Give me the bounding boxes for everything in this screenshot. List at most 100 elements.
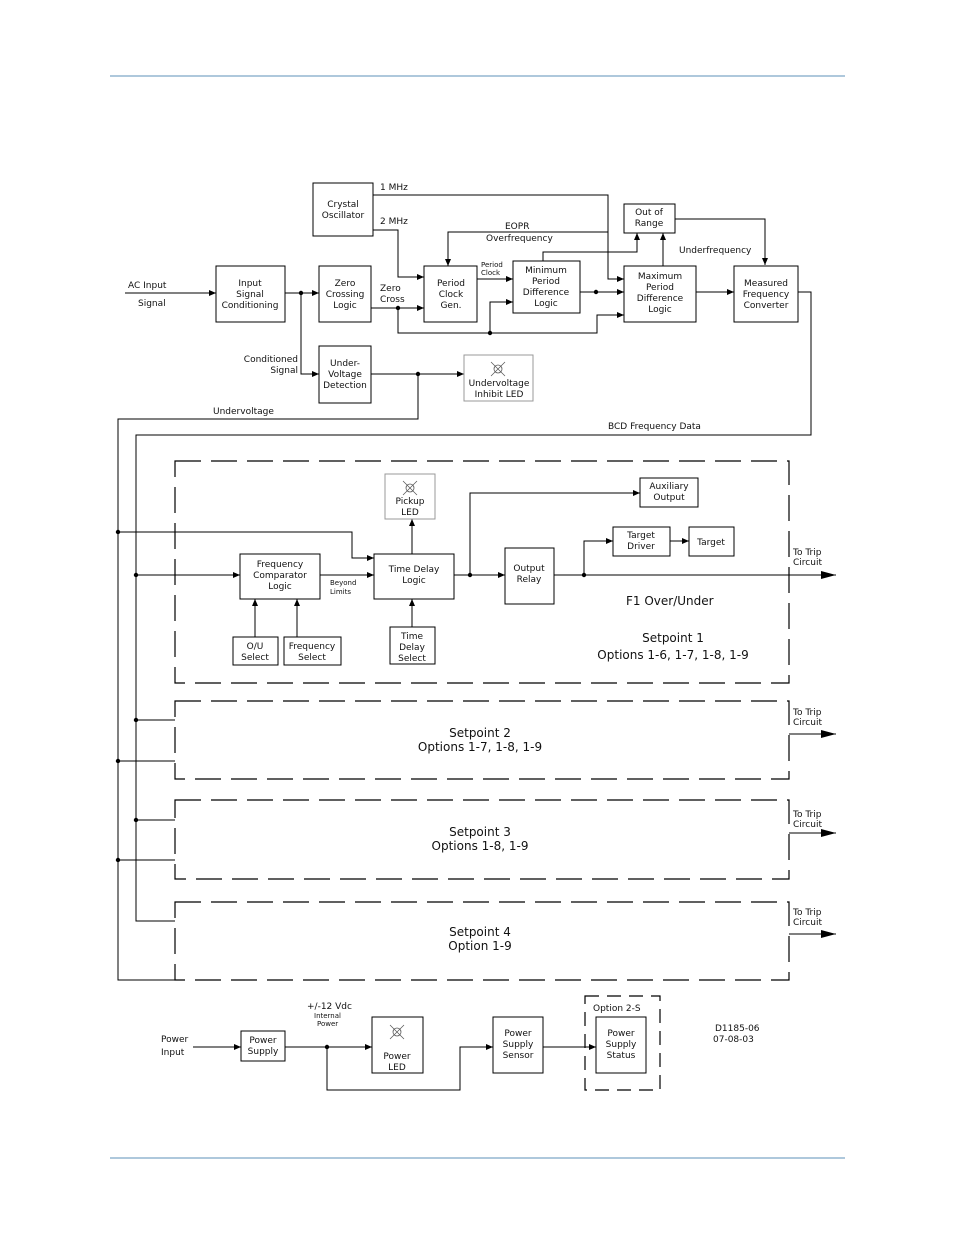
ou-select-block: O/U Select	[232, 636, 279, 666]
1mhz-label: 1 MHz	[380, 183, 408, 193]
svg-text:Period: Period	[532, 277, 560, 287]
svg-text:LED: LED	[388, 1063, 406, 1073]
svg-text:Supply: Supply	[248, 1047, 279, 1057]
svg-text:Measured: Measured	[744, 279, 788, 289]
target-driver-block: Target Driver	[612, 526, 671, 557]
svg-text:Crossing: Crossing	[326, 290, 365, 300]
bcd-frequency-data-label: BCD Frequency Data	[608, 422, 701, 432]
eopr-label: EOPR	[505, 222, 529, 232]
svg-text:Comparator: Comparator	[253, 571, 307, 581]
period-clock-gen-block: Period Clock Gen.	[423, 265, 478, 323]
svg-text:Sensor: Sensor	[503, 1051, 534, 1061]
led-icon	[490, 361, 506, 377]
svg-text:Difference: Difference	[637, 294, 684, 304]
zero-crossing-logic-block: Zero Crossing Logic	[318, 265, 372, 323]
to-auxiliary-wire	[469, 490, 640, 575]
setpoint-2-options: Options 1-7, 1-8, 1-9	[418, 740, 542, 754]
svg-text:Inhibit LED: Inhibit LED	[475, 390, 524, 400]
svg-text:Range: Range	[635, 219, 664, 229]
svg-text:Power: Power	[504, 1029, 532, 1039]
uv-to-time-delay-wire	[118, 531, 374, 561]
crystal-oscillator-block: Crystal Oscillator	[312, 182, 374, 237]
svg-text:Supply: Supply	[606, 1040, 637, 1050]
target-block: Target	[688, 526, 735, 557]
svg-text:Relay: Relay	[517, 575, 542, 585]
1mhz-wire	[373, 194, 624, 282]
signal-label: Signal	[138, 299, 166, 309]
sp2-circuit-label: Circuit	[793, 718, 822, 728]
limits-label: Limits	[330, 588, 351, 596]
svg-text:Logic: Logic	[333, 301, 357, 311]
auxiliary-output-block: Auxiliary Output	[639, 477, 699, 508]
svg-text:Crystal: Crystal	[327, 200, 359, 210]
signal-label-2: Signal	[270, 366, 298, 376]
setpoint-3-title: Setpoint 3	[449, 825, 511, 839]
2mhz-wire	[373, 229, 424, 280]
output-relay-block: Output Relay	[504, 547, 555, 605]
setpoint-4-frame	[174, 901, 790, 981]
beyond-label: Beyond	[330, 579, 356, 587]
svg-text:Undervoltage: Undervoltage	[469, 379, 530, 389]
svg-text:Signal: Signal	[236, 290, 264, 300]
svg-text:Logic: Logic	[268, 582, 292, 592]
power-to-sensor-wire	[326, 1044, 493, 1091]
zero-cross-branch	[397, 308, 490, 334]
svg-text:Power: Power	[249, 1036, 277, 1046]
sp3-circuit-label: Circuit	[793, 820, 822, 830]
internal-power-label-3: Power	[317, 1020, 338, 1028]
conditioned-signal-wire	[300, 293, 319, 377]
svg-text:O/U: O/U	[247, 642, 264, 652]
svg-text:Logic: Logic	[648, 305, 672, 315]
svg-text:Status: Status	[607, 1051, 636, 1061]
svg-text:Target: Target	[696, 538, 725, 548]
time-delay-select-block: Time Delay Select	[389, 626, 436, 665]
svg-text:Gen.: Gen.	[440, 301, 461, 311]
maximum-period-difference-logic-block: Maximum Period Difference Logic	[623, 265, 697, 323]
option-2s-frame	[584, 995, 661, 1091]
to-target-driver-wire	[583, 538, 613, 575]
input-label: Input	[161, 1048, 185, 1058]
input-signal-conditioning-block: Input Signal Conditioning	[215, 265, 286, 323]
setpoint-1-title: Setpoint 1	[642, 631, 704, 645]
period-label: Period	[481, 261, 503, 269]
svg-text:Frequency: Frequency	[743, 290, 790, 300]
led-icon	[389, 1024, 405, 1040]
setpoint-2-title: Setpoint 2	[449, 726, 511, 740]
bcd-frequency-data-bus	[135, 291, 812, 922]
svg-text:Select: Select	[298, 653, 326, 663]
svg-text:Frequency: Frequency	[289, 642, 336, 652]
sp4-circuit-label: Circuit	[793, 918, 822, 928]
sp3-to-trip-label: To Trip	[792, 810, 822, 820]
sp2-to-trip-label: To Trip	[792, 708, 822, 718]
time-delay-logic-block: Time Delay Logic	[373, 553, 455, 600]
svg-text:Period: Period	[646, 283, 674, 293]
setpoint-3-options: Options 1-8, 1-9	[432, 839, 529, 853]
power-supply-block: Power Supply	[240, 1030, 286, 1062]
clock-label: Clock	[481, 269, 501, 277]
svg-text:Conditioning: Conditioning	[222, 301, 279, 311]
out-of-range-block: Out of Range	[623, 203, 676, 234]
svg-text:Oscillator: Oscillator	[322, 211, 365, 221]
svg-text:Time: Time	[400, 632, 423, 642]
setpoint-4-title: Setpoint 4	[449, 925, 511, 939]
conditioned-label: Conditioned	[244, 355, 298, 365]
svg-text:Delay: Delay	[399, 643, 425, 653]
sp1-circuit-label: Circuit	[793, 558, 822, 568]
svg-text:Period: Period	[437, 279, 465, 289]
svg-text:Frequency: Frequency	[257, 560, 304, 570]
cross-label: Cross	[380, 295, 405, 305]
zero-cross-to-min	[489, 299, 513, 333]
setpoint-2-frame	[174, 700, 790, 780]
setpoint-1-frame	[174, 460, 790, 684]
underfrequency-label: Underfrequency	[679, 246, 752, 256]
svg-text:Clock: Clock	[439, 290, 464, 300]
zero-label: Zero	[380, 284, 401, 294]
undervoltage-label: Undervoltage	[213, 407, 274, 417]
internal-power-label-2: Internal	[314, 1012, 341, 1020]
svg-text:Power: Power	[607, 1029, 635, 1039]
setpoint-1-options: Options 1-6, 1-7, 1-8, 1-9	[597, 648, 748, 662]
svg-text:Select: Select	[241, 653, 269, 663]
zero-cross-to-max	[490, 312, 624, 334]
